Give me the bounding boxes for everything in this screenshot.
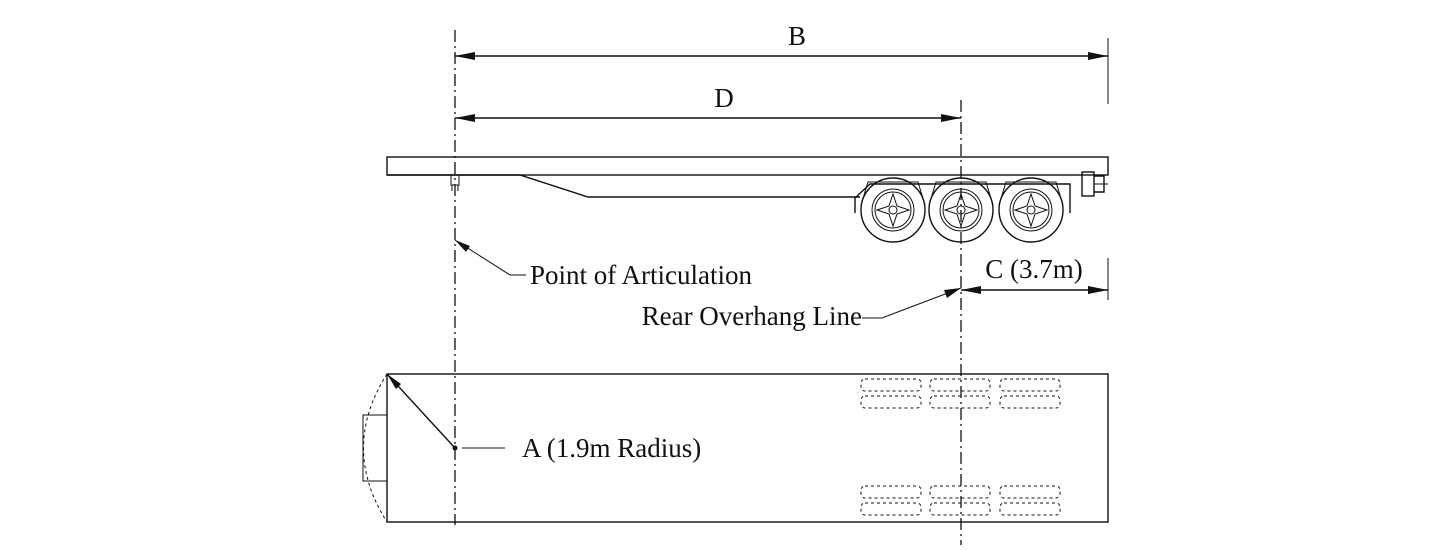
trailer-plan-view [362,373,1109,523]
dimension-b-label: B [788,21,806,51]
dimension-d: D [455,83,961,122]
rear-overhang-leader: Rear Overhang Line [642,287,962,331]
wheel-1 [860,177,926,243]
dimension-c-label: C (3.7m) [985,254,1083,284]
trailer-side-view [386,156,1109,243]
wheel-3 [998,177,1064,243]
radius-a-label: A (1.9m Radius) [522,433,701,463]
dimension-c: C (3.7m) [961,254,1108,294]
articulation-label: Point of Articulation [530,260,752,290]
tyres-upper [860,378,1061,409]
wheel-2 [928,177,994,243]
dimension-d-label: D [714,83,734,113]
articulation-leader: Point of Articulation [454,239,752,290]
dimension-b: B [455,21,1108,60]
radius-a: A (1.9m Radius) [462,433,701,463]
rear-overhang-label: Rear Overhang Line [642,301,862,331]
tyres-lower [860,485,1061,516]
